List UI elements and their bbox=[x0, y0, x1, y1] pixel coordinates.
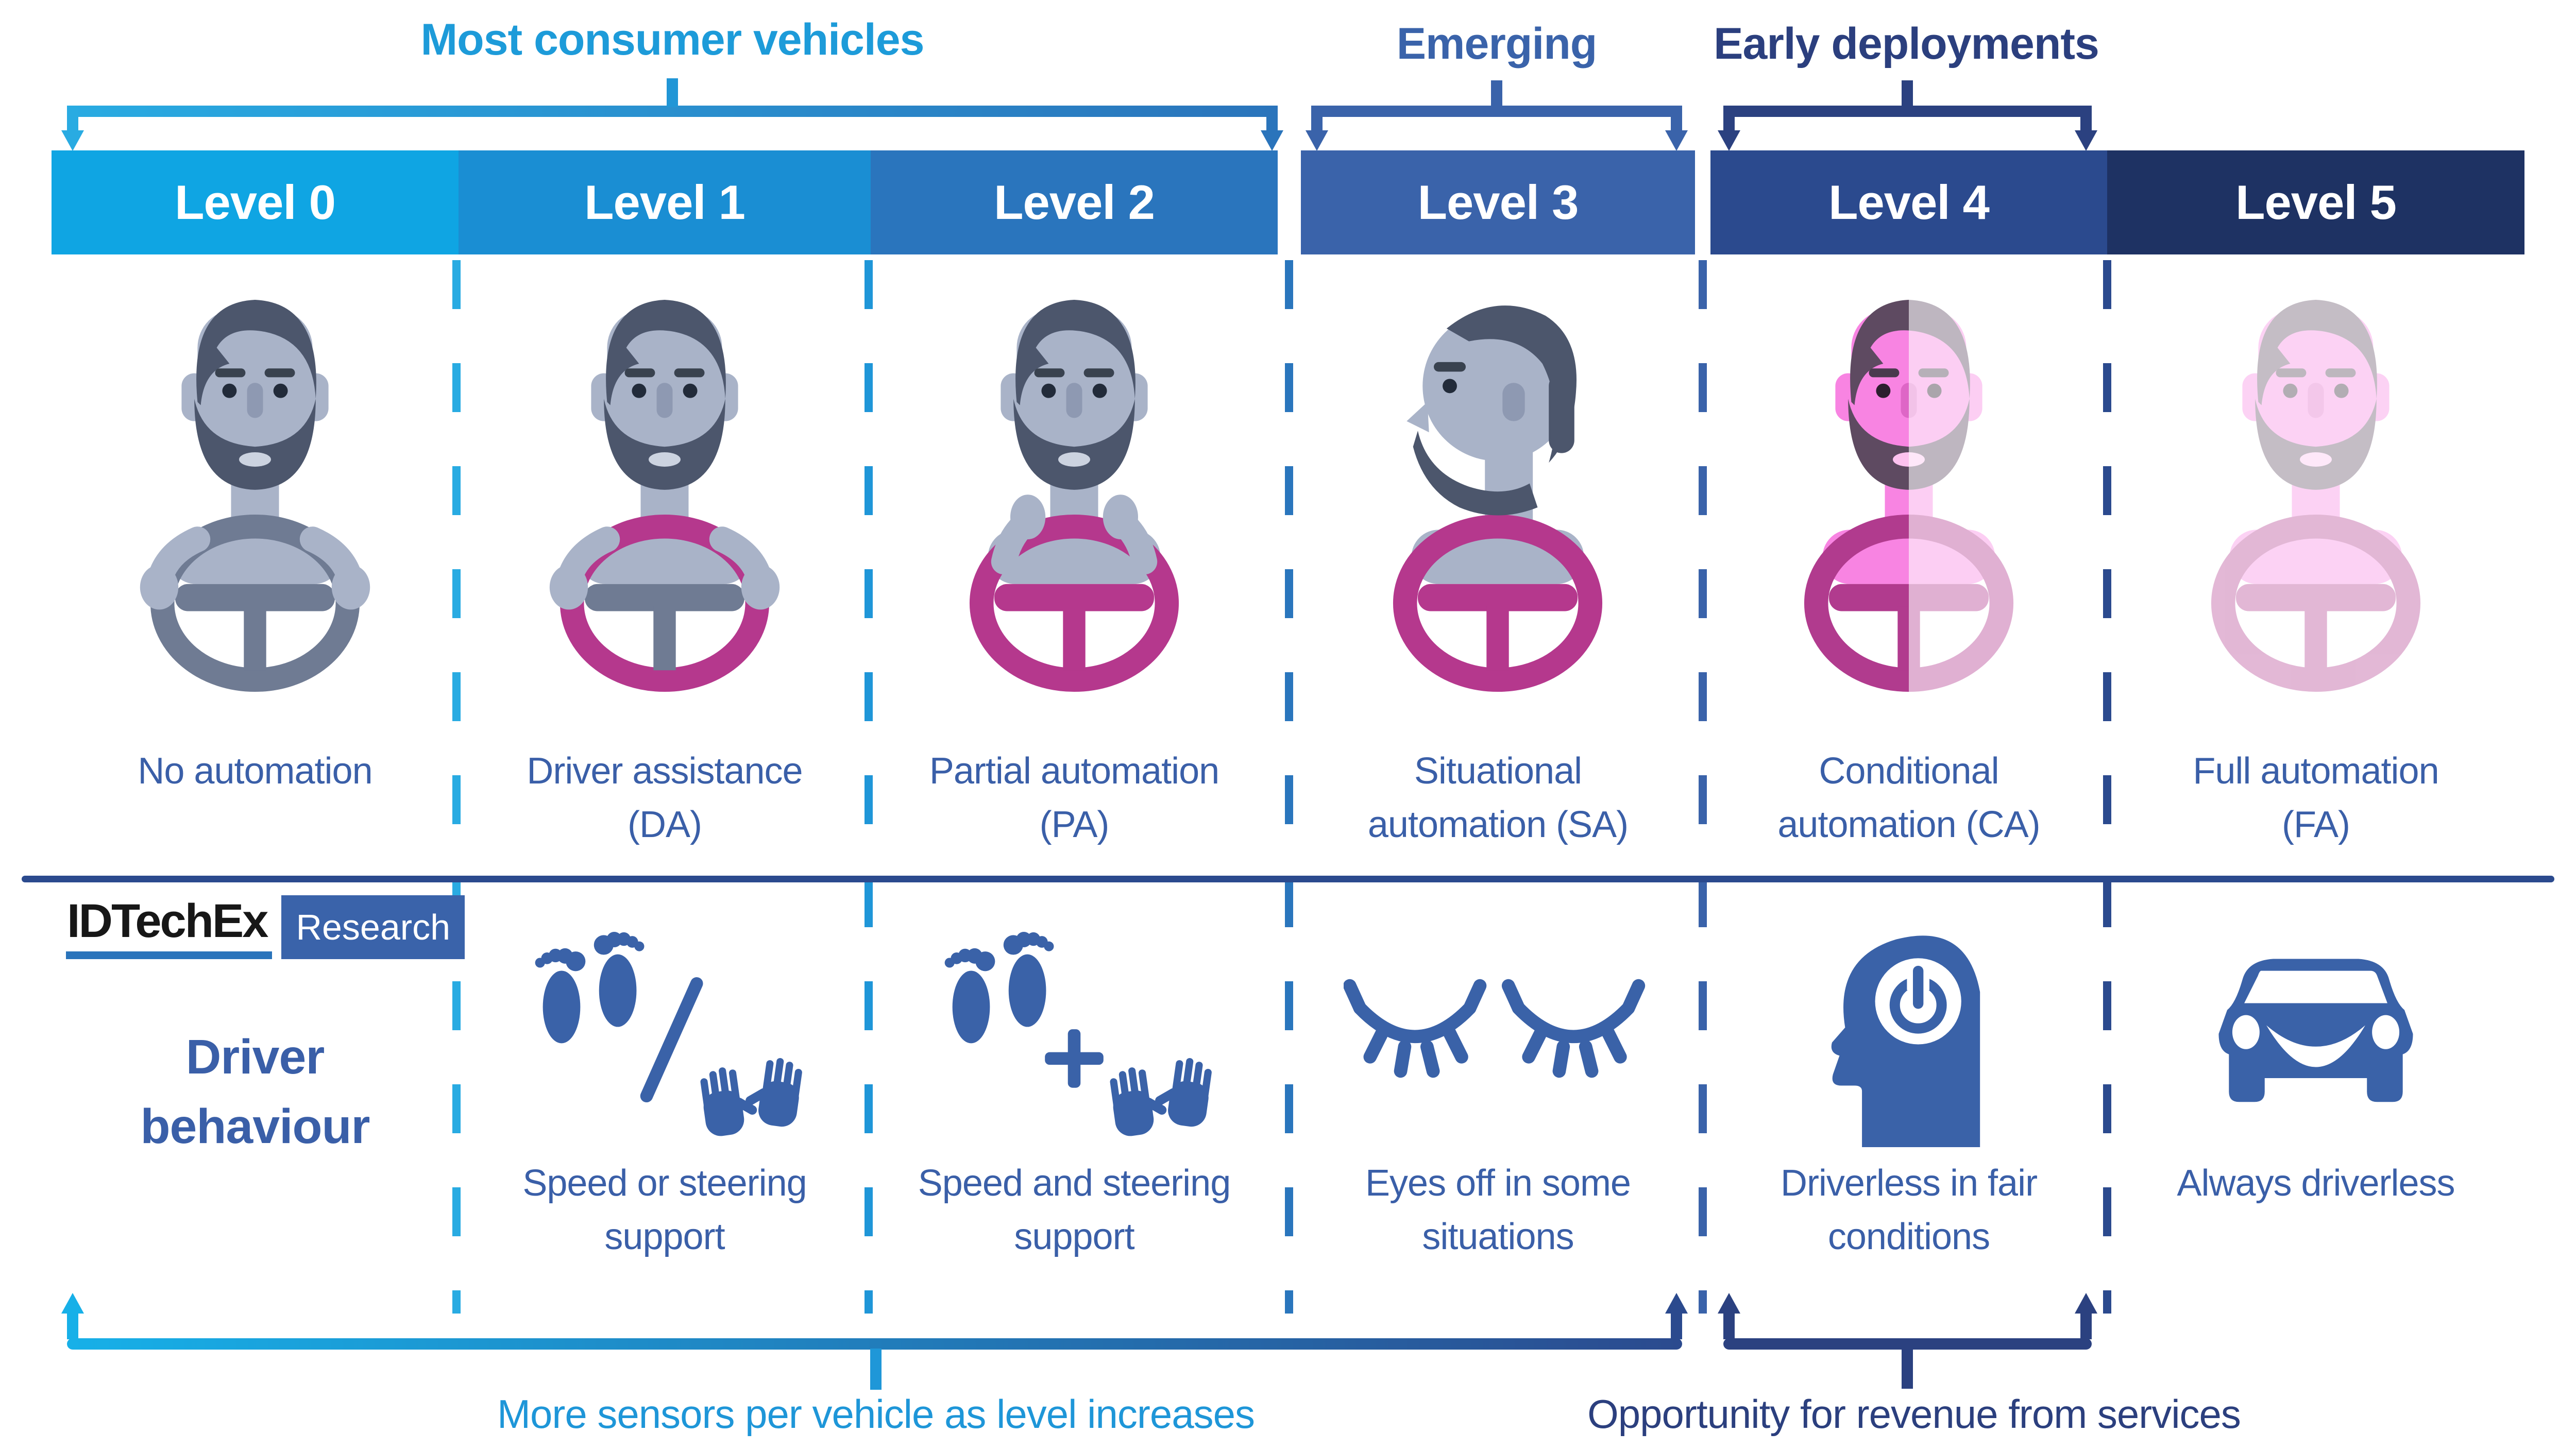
arrow-up-icon bbox=[1718, 1293, 1740, 1314]
level-0-header: Level 0 bbox=[52, 150, 459, 254]
caption-level-2: Partial automation(PA) bbox=[929, 751, 1219, 846]
divider-level2-level3 bbox=[1285, 260, 1293, 1314]
group-label-emerging: Emerging bbox=[1396, 19, 1598, 69]
arrow-down-icon bbox=[1261, 130, 1283, 151]
head-power-icon bbox=[1710, 904, 2107, 1156]
smiling-car-icon bbox=[2107, 904, 2524, 1156]
level-4-header: Level 4 bbox=[1710, 150, 2107, 254]
note-more-sensors: More sensors per vehicle as level increa… bbox=[497, 1391, 1255, 1437]
divider-level3-level4 bbox=[1699, 260, 1707, 1314]
caption-level-0: No automation bbox=[138, 751, 372, 792]
arrow-down-icon bbox=[61, 130, 84, 151]
arrow-up-icon bbox=[2075, 1293, 2097, 1314]
idtechex-logo: IDTechEx Research bbox=[66, 895, 465, 959]
note-revenue-services: Opportunity for revenue from services bbox=[1587, 1391, 2241, 1437]
level-2-header: Level 2 bbox=[871, 150, 1278, 254]
arrow-up-icon bbox=[61, 1293, 84, 1314]
arrow-down-icon bbox=[1718, 130, 1740, 151]
caption-level-1: Driver assistance(DA) bbox=[527, 751, 803, 846]
group-label-early-deployments: Early deployments bbox=[1714, 19, 2099, 69]
arrow-down-icon bbox=[1665, 130, 1688, 151]
divider-level0-level1 bbox=[452, 260, 461, 1314]
research-badge: Research bbox=[281, 895, 465, 959]
arrow-down-icon bbox=[2075, 130, 2097, 151]
group-label-most-consumer-vehicles: Most consumer vehicles bbox=[420, 15, 925, 64]
idtechex-brand-text: IDTechEx bbox=[66, 895, 273, 959]
level-5-header: Level 5 bbox=[2107, 150, 2524, 254]
feet-slash-hands-icon bbox=[459, 904, 871, 1156]
section-divider-line bbox=[22, 876, 2554, 882]
driver-figure-level-2 bbox=[914, 268, 1234, 701]
level-3-header: Level 3 bbox=[1301, 150, 1695, 254]
closed-eyes-icon bbox=[1301, 904, 1695, 1156]
arrow-up-icon bbox=[1665, 1293, 1688, 1314]
caption-level-5: Full automation(FA) bbox=[2193, 751, 2439, 846]
behaviour-caption-level-5: Always driverless bbox=[2177, 1163, 2455, 1204]
divider-level1-level2 bbox=[865, 260, 873, 1314]
level-1-header: Level 1 bbox=[459, 150, 871, 254]
divider-level4-level5 bbox=[2103, 260, 2111, 1314]
feet-plus-hands-icon bbox=[871, 904, 1278, 1156]
driver-figure-level-3 bbox=[1338, 268, 1657, 701]
driver-figure-level-4 bbox=[1749, 268, 2069, 701]
driver-figure-level-1 bbox=[505, 268, 824, 701]
driver-figure-level-5 bbox=[2156, 268, 2476, 701]
driver-figure-level-0 bbox=[95, 268, 415, 701]
arrow-down-icon bbox=[1306, 130, 1328, 151]
